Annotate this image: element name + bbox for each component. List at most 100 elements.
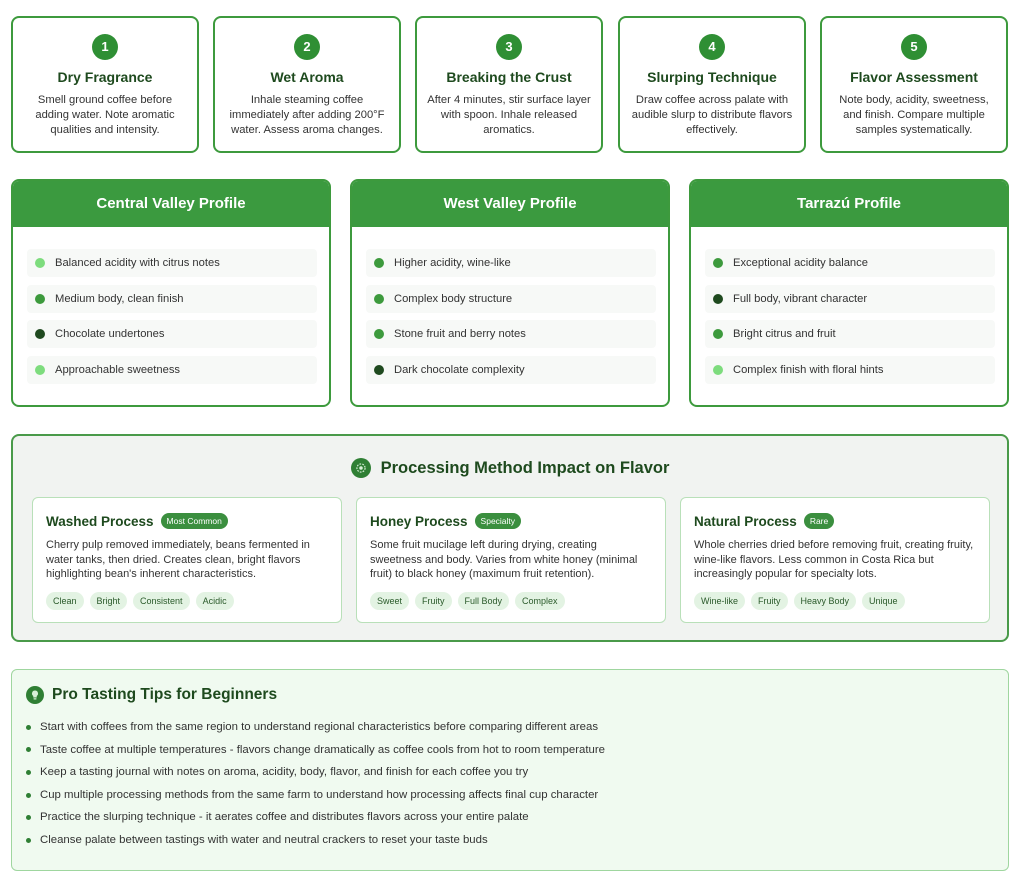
dot-icon: [35, 258, 45, 268]
flavor-tag: Complex: [515, 591, 565, 610]
bullet-icon: [26, 837, 31, 843]
process-title: Washed Process: [46, 513, 154, 529]
profile-item: Bright citrus and fruit: [705, 320, 995, 348]
tip-text: Cup multiple processing methods from the…: [40, 788, 599, 801]
step-description: Draw coffee across palate with audible s…: [631, 94, 793, 136]
step-description: Smell ground coffee before adding water.…: [35, 94, 175, 136]
dot-icon: [713, 329, 723, 339]
bullet-icon: [26, 747, 31, 753]
step-title: Dry Fragrance: [57, 69, 153, 85]
profile-item-text: Higher acidity, wine-like: [394, 257, 511, 269]
dot-icon: [374, 293, 384, 304]
profile-card-tarrazu: Tarrazú Profile Exceptional acidity bala…: [689, 179, 1009, 407]
process-card-header: Honey Process Specialty: [370, 513, 651, 529]
profile-item: Dark chocolate complexity: [366, 355, 656, 384]
profile-item-text: Medium body, clean finish: [55, 292, 184, 305]
profile-list: Higher acidity, wine-like Complex body s…: [352, 227, 668, 384]
flavor-tag: Clean: [46, 591, 84, 610]
process-badge: Rare: [803, 513, 835, 529]
profile-list: Balanced acidity with citrus notes Mediu…: [13, 227, 329, 384]
tip-text: Start with coffees from the same region …: [40, 721, 599, 733]
profile-item-text: Complex body structure: [394, 292, 513, 305]
tag-list: Sweet Fruity Full Body Complex: [370, 591, 651, 610]
flavor-tag: Sweet: [370, 591, 410, 610]
dot-icon: [35, 364, 45, 375]
profile-item: Complex body structure: [366, 284, 656, 313]
process-card-honey: Honey Process Specialty Some fruit mucil…: [356, 497, 666, 623]
step-title: Wet Aroma: [270, 69, 344, 85]
dot-icon: [374, 364, 384, 375]
dot-icon: [713, 364, 723, 375]
process-description: Whole cherries dried before removing fru…: [694, 539, 974, 580]
profile-item: Balanced acidity with citrus notes: [27, 249, 317, 277]
bullet-icon: [26, 724, 31, 730]
profile-item: Full body, vibrant character: [705, 284, 995, 313]
profile-title: Tarrazú Profile: [691, 181, 1007, 227]
gear-icon: [350, 458, 371, 478]
tip-item: Taste coffee at multiple temperatures - …: [26, 739, 1008, 762]
tip-item: Cup multiple processing methods from the…: [26, 784, 1008, 807]
bullet-icon: [26, 792, 31, 798]
tip-item: Start with coffees from the same region …: [26, 716, 1008, 739]
step-description: After 4 minutes, stir surface layer with…: [427, 94, 591, 136]
step-card: 4 Slurping Technique Draw coffee across …: [618, 16, 806, 153]
process-badge: Specialty: [474, 513, 522, 529]
tip-item: Cleanse palate between tastings with wat…: [26, 829, 1008, 852]
processing-section: Processing Method Impact on Flavor Washe…: [11, 434, 1009, 642]
step-title: Slurping Technique: [647, 69, 777, 85]
dot-icon: [374, 258, 384, 268]
process-title: Honey Process: [370, 513, 468, 529]
profile-item-text: Full body, vibrant character: [733, 292, 868, 305]
dot-icon: [374, 329, 384, 339]
step-card: 1 Dry Fragrance Smell ground coffee befo…: [11, 16, 199, 153]
flavor-tag: Bright: [89, 591, 128, 610]
profile-list: Exceptional acidity balance Full body, v…: [691, 227, 1007, 384]
dot-icon: [35, 329, 45, 339]
profile-item-text: Approachable sweetness: [55, 363, 181, 376]
flavor-tag: Acidic: [195, 591, 234, 610]
profile-item: Exceptional acidity balance: [705, 249, 995, 277]
tip-text: Keep a tasting journal with notes on aro…: [40, 766, 529, 779]
flavor-tag: Fruity: [751, 591, 788, 610]
step-description: Note body, acidity, sweetness, and finis…: [839, 94, 989, 136]
bullet-icon: [26, 815, 31, 821]
tasting-steps: 1 Dry Fragrance Smell ground coffee befo…: [11, 16, 1009, 153]
step-card: 5 Flavor Assessment Note body, acidity, …: [820, 16, 1008, 153]
process-card-washed: Washed Process Most Common Cherry pulp r…: [32, 497, 342, 623]
tips-list: Start with coffees from the same region …: [26, 716, 1008, 852]
profile-item-text: Complex finish with floral hints: [733, 363, 884, 376]
process-card-header: Natural Process Rare: [694, 513, 975, 529]
flavor-tag: Wine-like: [694, 591, 746, 610]
process-badge: Most Common: [160, 513, 228, 529]
lightbulb-icon: [26, 686, 44, 704]
bullet-icon: [26, 769, 31, 775]
tips-section: Pro Tasting Tips for Beginners Start wit…: [11, 669, 1009, 871]
profile-item: Chocolate undertones: [27, 320, 317, 348]
profile-item-text: Stone fruit and berry notes: [394, 328, 526, 340]
profile-title: West Valley Profile: [352, 181, 668, 227]
tips-title-row: Pro Tasting Tips for Beginners: [26, 686, 1008, 704]
processing-title-row: Processing Method Impact on Flavor: [13, 458, 1007, 478]
step-number: 1: [92, 34, 118, 60]
profile-item: Medium body, clean finish: [27, 284, 317, 313]
profile-item-text: Dark chocolate complexity: [394, 363, 525, 376]
step-number: 4: [699, 34, 725, 60]
flavor-tag: Fruity: [415, 591, 452, 610]
step-number: 2: [294, 34, 320, 60]
step-description: Inhale steaming coffee immediately after…: [229, 94, 385, 136]
tip-item: Practice the slurping technique - it aer…: [26, 806, 1008, 829]
dot-icon: [35, 293, 45, 304]
process-description: Some fruit mucilage left during drying, …: [370, 539, 638, 580]
step-card: 3 Breaking the Crust After 4 minutes, st…: [415, 16, 603, 153]
tip-text: Cleanse palate between tastings with wat…: [40, 833, 488, 846]
profile-item: Complex finish with floral hints: [705, 355, 995, 384]
section-title: Pro Tasting Tips for Beginners: [52, 686, 278, 703]
tag-list: Wine-like Fruity Heavy Body Unique: [694, 591, 975, 610]
flavor-tag: Consistent: [133, 591, 190, 610]
profile-item-text: Chocolate undertones: [55, 328, 165, 340]
step-card: 2 Wet Aroma Inhale steaming coffee immed…: [213, 16, 401, 153]
flavor-tag: Heavy Body: [793, 591, 857, 610]
flavor-tag: Unique: [862, 591, 905, 610]
step-number: 5: [901, 34, 927, 60]
profile-item: Stone fruit and berry notes: [366, 320, 656, 348]
